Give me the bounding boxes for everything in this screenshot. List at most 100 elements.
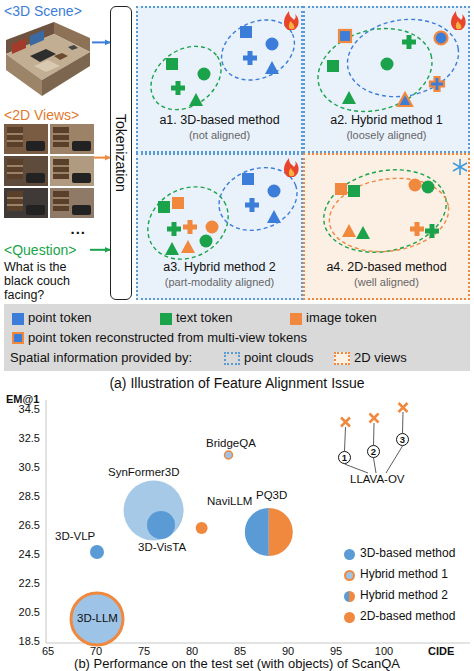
callout-number: 2: [367, 445, 380, 458]
x-tick-label: 90: [273, 645, 303, 657]
panel-title: a4. 2D-based method: [305, 260, 468, 274]
view-shelf-line: [7, 141, 23, 142]
trainable-icon: [284, 158, 299, 177]
view-shelf-line: [7, 205, 23, 206]
token-sq: [335, 183, 347, 195]
legend-swatch: [160, 313, 172, 325]
token-ci: [381, 58, 394, 71]
token-ci: [206, 221, 219, 234]
cluster-ellipse: [309, 16, 442, 114]
token-pl: [410, 222, 424, 236]
token-ci: [268, 185, 281, 198]
art-part: [305, 8, 468, 114]
trainable-icon-core: [289, 21, 295, 29]
art-part: [305, 155, 468, 261]
cluster-ellipse: [341, 11, 464, 105]
question-box: <Question> What is the black couch facing…: [4, 242, 90, 302]
node-illustration: [4, 124, 94, 224]
token-sq: [166, 58, 178, 70]
x-marker: [370, 414, 379, 423]
cluster-ellipse: [325, 171, 454, 259]
bubble-pq3d-right: [269, 508, 293, 556]
scene-edge: [6, 54, 42, 96]
view-couch: [72, 141, 91, 151]
view-shelf-line: [7, 166, 23, 167]
method-panel: a3. Hybrid method 2 (part-modality aligne…: [136, 153, 303, 300]
legend-swatch: [344, 549, 355, 560]
scene-shelf: [30, 30, 44, 46]
token-tr: [356, 226, 370, 239]
input-heading: <2D Views>: [4, 107, 79, 123]
x-tick-label: 75: [129, 645, 159, 657]
cluster-ellipse: [212, 9, 301, 92]
token-sq: [158, 201, 170, 213]
bubble-pq3d-left: [245, 508, 269, 556]
token-ci: [266, 38, 279, 51]
token-ci: [409, 179, 422, 192]
view-photo: [4, 156, 48, 186]
art-part: [138, 155, 301, 261]
art-part: [4, 20, 92, 100]
callout-number: 3: [396, 433, 409, 446]
y-tick-label: 24.5: [4, 548, 40, 560]
token-pl: [245, 198, 259, 212]
node-illustration: [138, 8, 301, 118]
view-shelf: [53, 159, 69, 179]
view-grid: <2D Views>...: [4, 124, 94, 220]
scene-couch: [30, 49, 56, 62]
bubble-navillm: [196, 522, 208, 534]
x-tick-label: 100: [369, 645, 399, 657]
bubble-3dvista: [147, 511, 175, 539]
legend-text: Hybrid method 1: [360, 567, 448, 581]
panel-subtitle: (not aligned): [138, 129, 301, 141]
panel-subtitle: (part-modality aligned): [138, 276, 301, 288]
token-ci: [200, 235, 213, 248]
question-text: What is the black couch facing?: [4, 260, 90, 302]
legend-swatch: [344, 591, 355, 602]
subfigure-caption: (b) Performance on the test set (with ob…: [0, 656, 474, 671]
legend-swatch: [12, 313, 24, 325]
point-label: SynFormer3D: [108, 466, 180, 478]
token-sq: [172, 197, 184, 209]
input-heading: <Question>: [4, 242, 76, 258]
y-axis: [46, 400, 47, 643]
token-tr: [189, 93, 203, 106]
view-shelf: [7, 191, 23, 211]
scene-chair: [68, 45, 78, 50]
node-illustration: [305, 155, 468, 265]
token-tr: [267, 210, 281, 223]
subfigure-caption: (a) Illustration of Feature Alignment Is…: [0, 375, 474, 391]
token-tr: [181, 240, 195, 253]
node-illustration: [4, 20, 92, 104]
trainable-icon-core: [456, 21, 462, 29]
view-photo: [4, 188, 48, 218]
view-couch: [72, 205, 91, 215]
token-sq: [327, 60, 339, 72]
scene-edge: [42, 52, 90, 96]
method-panel: a2. Hybrid method 1(loosely aligned): [303, 6, 470, 153]
point-label: 3D-VLP: [55, 530, 95, 542]
token-pl: [243, 51, 257, 65]
legend-swatch: [224, 352, 240, 365]
view-shelf-line: [53, 173, 69, 174]
point-label: 3D-LLM: [77, 612, 118, 624]
ellipsis: ...: [70, 220, 86, 237]
scene-shelf: [12, 38, 26, 54]
token-ci: [422, 181, 435, 194]
node-illustration: [305, 8, 468, 118]
token-sq: [348, 185, 360, 197]
cluster-ellipse: [210, 157, 301, 241]
frozen-icon: [453, 159, 467, 175]
y-tick-label: 20.5: [4, 606, 40, 618]
token-pl: [167, 222, 181, 236]
view-shelf: [53, 127, 69, 147]
art-part: [138, 8, 301, 114]
trainable-icon-core: [289, 168, 295, 176]
legend-swatch: [344, 570, 355, 581]
panel-title: a1. 3D-based method: [138, 113, 301, 127]
art-part: [4, 124, 94, 220]
input-heading: <3D Scene>: [4, 3, 82, 19]
point-label: LLAVA-OV: [350, 473, 405, 485]
art-part: [453, 163, 467, 171]
panel-title: a3. Hybrid method 2: [138, 260, 301, 274]
